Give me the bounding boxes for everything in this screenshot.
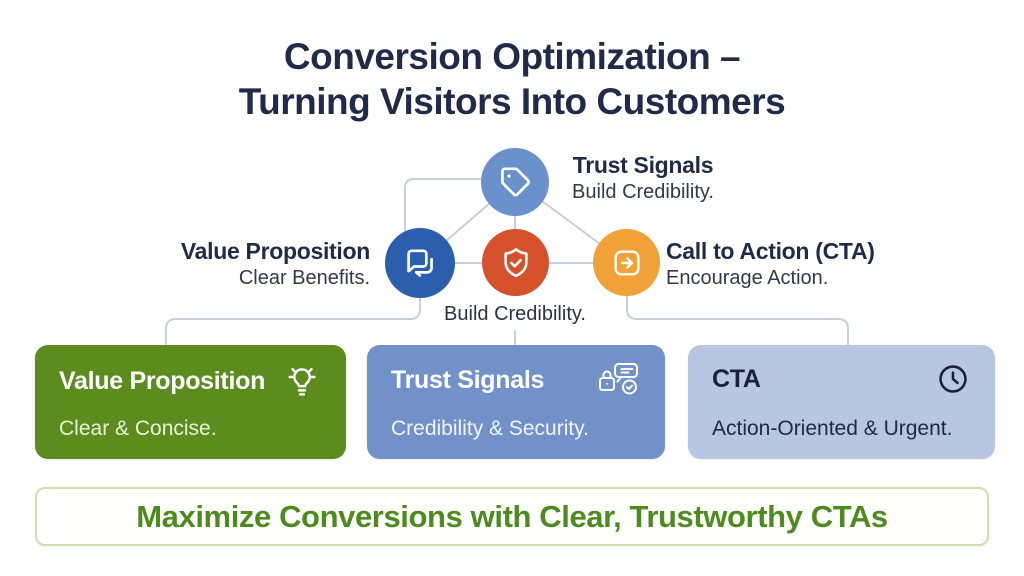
cta-label-block: Call to Action (CTA) Encourage Action. <box>666 238 926 290</box>
node-call-to-action <box>593 229 660 296</box>
credibility-caption: Build Credibility. <box>444 303 586 325</box>
card-cta-title: CTA <box>712 364 761 393</box>
card-value-proposition: Value Proposition Clear & Concise. <box>35 345 346 459</box>
lightbulb-icon <box>282 361 322 401</box>
page-title: Conversion Optimization – Turning Visito… <box>0 34 1024 124</box>
summary-banner-text: Maximize Conversions with Clear, Trustwo… <box>136 498 888 534</box>
page-title-line1: Conversion Optimization – <box>283 36 741 77</box>
card-trust-title: Trust Signals <box>391 365 545 394</box>
summary-banner: Maximize Conversions with Clear, Trustwo… <box>35 487 989 546</box>
card-cta: CTA Action-Oriented & Urgent. <box>688 345 995 459</box>
node-value-proposition <box>385 228 455 298</box>
node-trust-signals <box>481 148 549 216</box>
trust-signals-label: Trust Signals <box>572 152 714 178</box>
shield-check-icon <box>498 245 534 281</box>
page-title-line2: Turning Visitors Into Customers <box>238 81 786 123</box>
node-credibility <box>482 229 549 296</box>
card-cta-subtitle: Action-Oriented & Urgent. <box>712 417 953 440</box>
value-proposition-label: Value Proposition <box>180 238 370 264</box>
value-proposition-label-block: Value Proposition Clear Benefits. <box>120 238 370 290</box>
trust-signals-label-block: Trust Signals Build Credibility. <box>548 152 738 204</box>
chat-bubbles-icon <box>401 244 439 282</box>
card-value-subtitle: Clear & Concise. <box>59 417 217 440</box>
card-trust-subtitle: Credibility & Security. <box>391 417 590 440</box>
cta-sublabel: Encourage Action. <box>666 267 829 289</box>
trust-signals-sublabel: Build Credibility. <box>572 181 714 203</box>
card-value-title: Value Proposition <box>59 366 266 395</box>
cta-label: Call to Action (CTA) <box>666 238 875 264</box>
tag-icon <box>497 164 533 200</box>
value-proposition-sublabel: Clear Benefits. <box>238 267 370 289</box>
arrow-right-square-icon <box>610 246 644 280</box>
card-trust-signals: Trust Signals Credibility & Security. <box>367 345 665 459</box>
lock-message-icon <box>595 361 641 399</box>
clock-icon <box>935 361 971 397</box>
